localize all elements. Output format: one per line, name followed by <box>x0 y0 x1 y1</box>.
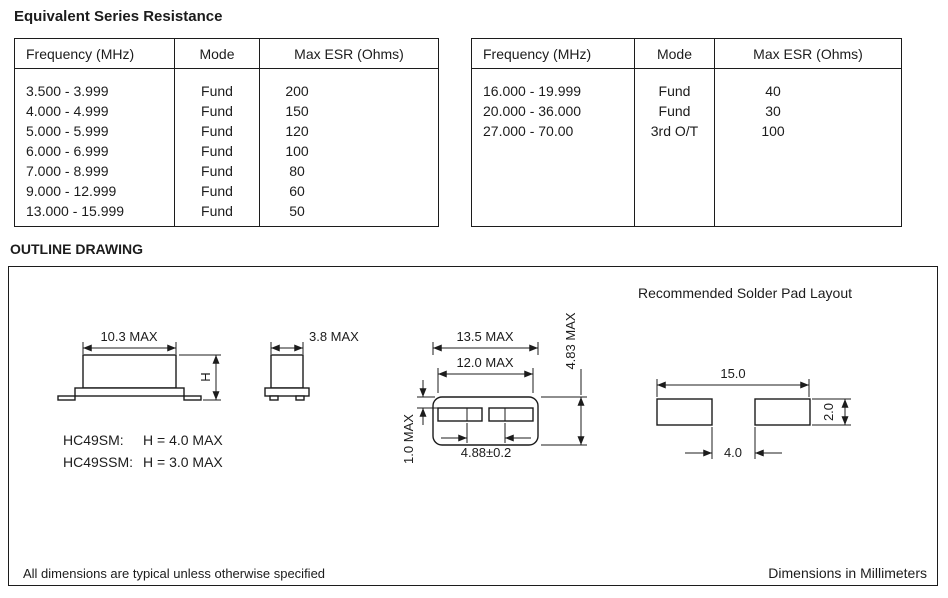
extension-line <box>541 396 587 446</box>
col-header-frequency: Frequency (MHz) <box>471 38 635 69</box>
col-header-mode: Mode <box>634 38 715 69</box>
pad-height-dimension-label: 2.0 <box>821 403 836 421</box>
table-cell: 60 <box>259 181 439 201</box>
esr-table-left: Frequency (MHz) Mode Max ESR (Ohms) 3.50… <box>14 38 439 227</box>
height-dimension-label: H <box>198 372 213 381</box>
table-filler <box>472 146 902 226</box>
table-cell: 200 <box>259 68 439 101</box>
esr-section-title: Equivalent Series Resistance <box>14 8 223 25</box>
crystal-base-outline <box>74 387 185 397</box>
outline-section-title: OUTLINE DRAWING <box>10 241 143 257</box>
crystal-body-outline <box>270 354 304 389</box>
table-cell: 3.500 - 3.999 <box>26 83 109 99</box>
table-header-row: Frequency (MHz) Mode Max ESR (Ohms) <box>471 38 902 69</box>
table-cell: Fund <box>174 121 260 141</box>
table-cell: 9.000 - 12.999 <box>26 183 117 199</box>
table-cell: 40 <box>714 68 902 101</box>
table-cell: Fund <box>174 141 260 161</box>
lead-offset-dimension-label: 1.0 MAX <box>401 414 416 464</box>
inner-length-dimension-label: 12.0 MAX <box>456 355 513 370</box>
table-cell: 6.000 - 6.999 <box>26 143 109 159</box>
table-cell: 80 <box>259 161 439 181</box>
crystal-base-outline <box>264 387 310 397</box>
table-cell: 20.000 - 36.000 <box>483 103 582 119</box>
table-cell: 100 <box>259 141 439 161</box>
footer-note-left: All dimensions are typical unless otherw… <box>23 566 325 581</box>
lead-stub-right <box>295 395 305 401</box>
col-header-max-esr: Max ESR (Ohms) <box>259 38 439 69</box>
table-cell: 30 <box>714 101 902 121</box>
table-cell: 100 <box>714 121 902 146</box>
table-cell: Fund <box>634 68 715 101</box>
table-cell: 27.000 - 70.00 <box>483 123 574 139</box>
model-notes: HC49SM: H = 4.0 MAX HC49SSM: H = 3.0 MAX <box>63 432 223 470</box>
table-cell: 4.000 - 4.999 <box>26 103 109 119</box>
model-height-value: H = 4.0 MAX <box>143 432 223 448</box>
table-filler <box>15 226 439 227</box>
outline-drawing-canvas: Recommended Solder Pad Layout 10.3 MAX H… <box>23 285 927 581</box>
side-width-dimension-label: 10.3 MAX <box>100 329 157 344</box>
esr-tables-row: Frequency (MHz) Mode Max ESR (Ohms) 3.50… <box>14 38 948 227</box>
table-cell: 120 <box>259 121 439 141</box>
model-height-value: H = 3.0 MAX <box>143 454 223 470</box>
body-width-dimension-label: 4.83 MAX <box>563 312 578 369</box>
solder-pad-layout-drawing: 15.0 4.0 2.0 <box>656 366 851 460</box>
crystal-body-outline <box>82 354 177 389</box>
end-view-drawing: 3.8 MAX <box>264 329 359 401</box>
lead-stub-left <box>269 395 279 401</box>
table-cell: Fund <box>634 101 715 121</box>
side-view-drawing: 10.3 MAX H <box>57 329 221 401</box>
thickness-dimension-label: 3.8 MAX <box>309 329 359 344</box>
footer-note-right: Dimensions in Millimeters <box>768 565 927 581</box>
lead-spacing-dimension-label: 4.88±0.2 <box>461 445 512 460</box>
table-cell: 50 <box>259 201 439 226</box>
lead-tab-left <box>57 395 76 401</box>
lead-exit-mark <box>466 408 506 421</box>
extension-line <box>656 379 810 397</box>
solder-pad-right <box>754 398 811 426</box>
model-name: HC49SSM: <box>63 454 133 470</box>
table-cell: 7.000 - 8.999 <box>26 163 109 179</box>
pad-span-dimension-label: 15.0 <box>720 366 745 381</box>
solder-pad-left <box>656 398 713 426</box>
lead-tab-right <box>183 395 202 401</box>
col-header-mode: Mode <box>174 38 260 69</box>
table-cell: Fund <box>174 101 260 121</box>
model-name: HC49SM: <box>63 432 124 448</box>
table-cell: 3rd O/T <box>634 121 715 146</box>
solder-pad-layout-title: Recommended Solder Pad Layout <box>638 285 852 301</box>
table-cell: Fund <box>174 68 260 101</box>
esr-table-right: Frequency (MHz) Mode Max ESR (Ohms) 16.0… <box>471 38 902 227</box>
table-cell: 13.000 - 15.999 <box>26 203 125 219</box>
table-cell: Fund <box>174 201 260 226</box>
lead-pad-left <box>437 407 483 422</box>
table-cell: 5.000 - 5.999 <box>26 123 109 139</box>
col-header-max-esr: Max ESR (Ohms) <box>714 38 902 69</box>
col-header-frequency: Frequency (MHz) <box>14 38 175 69</box>
extension-line <box>437 368 534 393</box>
table-cell: 150 <box>259 101 439 121</box>
table-header-row: Frequency (MHz) Mode Max ESR (Ohms) <box>14 38 439 69</box>
pad-gap-dimension-label: 4.0 <box>724 445 742 460</box>
table-cell: Fund <box>174 161 260 181</box>
table-cell: 16.000 - 19.999 <box>483 83 582 99</box>
lead-pad-right <box>488 407 534 422</box>
table-cell: Fund <box>174 181 260 201</box>
bottom-view-drawing: 13.5 MAX 12.0 MAX 4.88±0.2 4.83 MAX <box>401 312 587 464</box>
outline-drawing-box: Recommended Solder Pad Layout 10.3 MAX H… <box>8 266 938 586</box>
body-length-dimension-label: 13.5 MAX <box>456 329 513 344</box>
